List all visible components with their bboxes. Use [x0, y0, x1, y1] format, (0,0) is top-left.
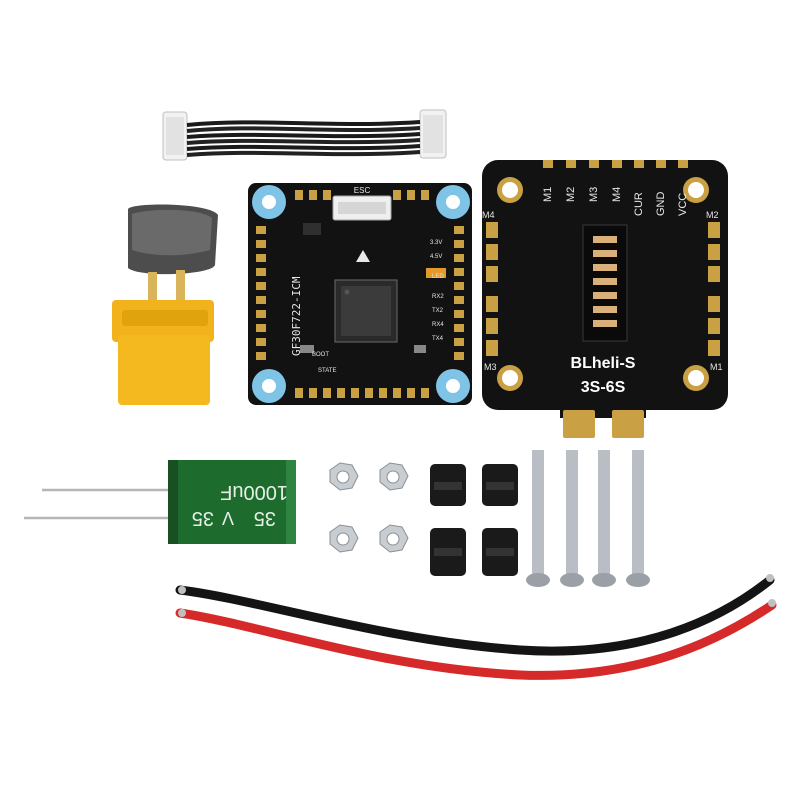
esc-corner-label-m2: M2 [706, 210, 719, 220]
esc-corner-label-m4: M4 [482, 210, 495, 220]
esc-corner-label-m3: M3 [484, 362, 497, 372]
fc-boot-label: BOOT [312, 352, 329, 358]
fc-side-label: RX4 [432, 322, 444, 328]
esc-pad-label: M1 [542, 187, 554, 202]
esc-pad-label: CUR [633, 192, 645, 216]
ribbon-cable [162, 109, 447, 161]
fc-side-labels: 3.3V 4.5V LED RX2 TX2 RX4 TX4 [430, 240, 444, 342]
capacitor-print: 35 V 35 1000uF [192, 481, 288, 529]
cap-unit: V [222, 508, 234, 528]
lock-nuts [329, 462, 409, 553]
fc-side-label: 3.3V [430, 240, 442, 246]
mount-grommets [252, 185, 470, 403]
esc-voltage-label: 3S-6S [581, 379, 626, 396]
capacitor: 35 V 35 1000uF [24, 460, 296, 544]
xt60-connector [112, 204, 218, 405]
fc-side-label: RX2 [432, 294, 444, 300]
esc-pad-label: GND [655, 192, 667, 217]
fc-side-label: 4.5V [430, 254, 442, 260]
esc-board: M1 M2 M3 M4 CUR GND VCC M4 M2 M3 M1 BLhe… [482, 160, 728, 438]
esc-pad-label: M2 [565, 187, 577, 202]
esc-pad-label: VCC [677, 193, 689, 216]
fc-state-label: STATE [318, 368, 336, 374]
esc-pad-label: M4 [611, 187, 623, 202]
fc-side-label: TX2 [432, 308, 444, 314]
esc-plus-label: + [548, 410, 559, 430]
rubber-grommets [430, 464, 518, 576]
esc-top-labels: M1 M2 M3 M4 CUR GND VCC [542, 187, 689, 216]
esc-mount-holes [497, 177, 709, 391]
esc-corner-label-m1: M1 [710, 362, 723, 372]
power-wires [175, 574, 777, 680]
flight-controller-board: ESC GF30F722-ICM BOOT STATE 3.3V 4.5V LE… [248, 183, 472, 405]
fc-model-label: GF30F722-ICM [290, 276, 303, 356]
cap-voltage-left: 35 [254, 507, 276, 529]
fc-esc-label: ESC [354, 186, 371, 195]
fc-side-label: LED [432, 274, 444, 280]
cap-voltage-right: 35 [192, 507, 214, 529]
esc-brand-label: BLheli-S [571, 355, 636, 372]
cap-capacitance: 1000uF [220, 481, 288, 503]
mounting-screws [526, 450, 650, 587]
fc-side-label: TX4 [432, 336, 444, 342]
esc-minus-label: − [650, 410, 661, 430]
esc-pad-label: M3 [588, 187, 600, 202]
